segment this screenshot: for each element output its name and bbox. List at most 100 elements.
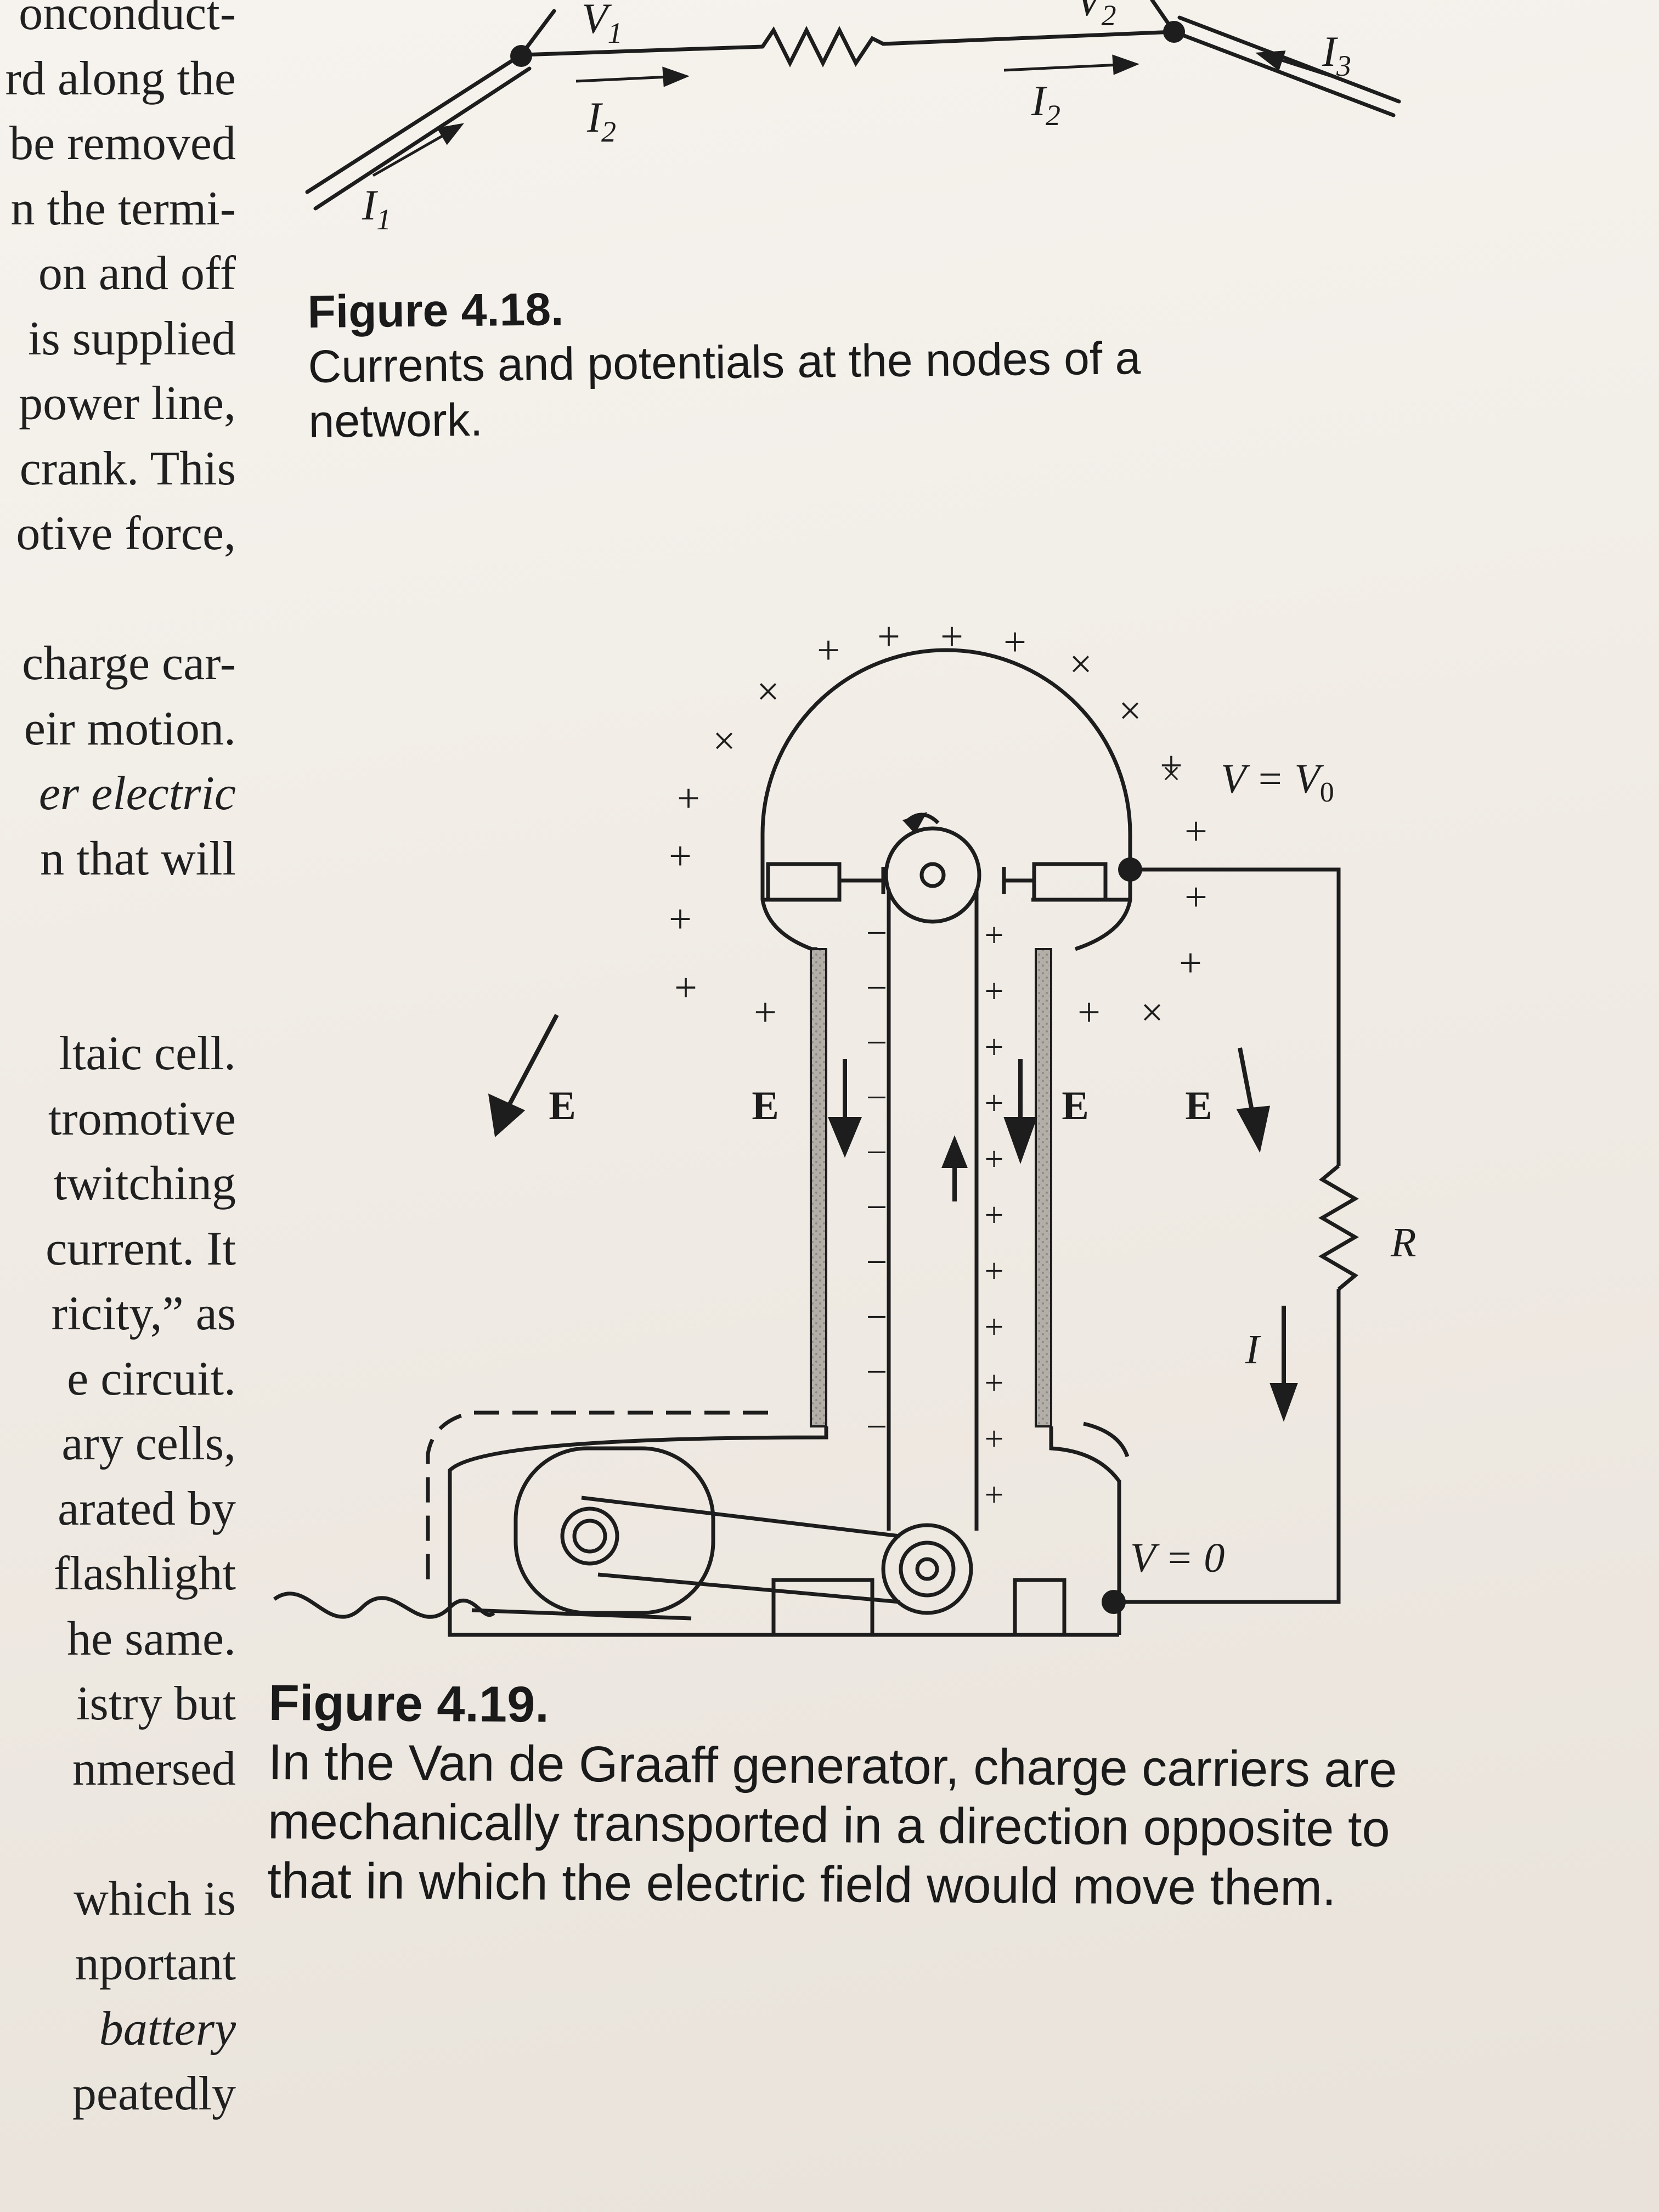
body-text-line: flashlight xyxy=(53,1547,236,1600)
body-text-line xyxy=(0,1802,236,1867)
label-resistor: R xyxy=(1390,1220,1416,1266)
body-text-line: n that will xyxy=(40,832,236,885)
dome-lip-left xyxy=(760,899,817,951)
body-text-line: tromotive xyxy=(48,1092,236,1146)
motor-pulley xyxy=(560,1506,619,1566)
load-resistor xyxy=(1318,1164,1359,1291)
dome-charge: + xyxy=(1077,990,1101,1035)
dome-charge: + xyxy=(1184,875,1207,920)
figure-4-18-diagram: V1 V2 I2 I2 I3 I1 xyxy=(305,0,1401,236)
body-text-line: ary cells, xyxy=(61,1417,236,1470)
field-arrow-column-right xyxy=(1003,1117,1037,1164)
body-text-line: peatedly xyxy=(72,2067,236,2120)
field-label-right: E xyxy=(1185,1084,1212,1128)
belt-charge-plus: + xyxy=(985,1420,1004,1458)
mount-right xyxy=(1013,1578,1066,1637)
belt-charge-plus: + xyxy=(985,917,1004,954)
belt-charge-plus: + xyxy=(985,1085,1004,1122)
body-text-line: e circuit. xyxy=(67,1352,236,1406)
dome-charge: × xyxy=(757,669,780,714)
arrow-i2b-head xyxy=(1112,54,1139,75)
node-ground xyxy=(1102,1590,1126,1614)
body-text-line: onconduct- xyxy=(19,0,236,40)
column-right xyxy=(1035,948,1052,1427)
dome-charge: × xyxy=(1141,990,1164,1035)
belt-charge-minus: – xyxy=(868,1350,886,1387)
arrow-i1-head xyxy=(436,123,464,145)
dome-charge: × xyxy=(1119,689,1142,733)
base-housing-right xyxy=(1049,1426,1121,1635)
body-text-line: ricity,” as xyxy=(51,1287,236,1340)
field-label-inner-left: E xyxy=(752,1084,778,1128)
body-text-line: is supplied xyxy=(28,312,236,365)
label-ground-potential: V = 0 xyxy=(1130,1535,1224,1581)
wire-i1-b xyxy=(313,66,532,211)
upper-brush-left xyxy=(766,862,842,902)
body-text-line: be removed xyxy=(9,117,236,170)
label-i3: I3 xyxy=(1322,27,1351,82)
belt-charge-minus: – xyxy=(868,1240,886,1278)
power-cord xyxy=(273,1592,495,1619)
circuit-bottom-wire xyxy=(1114,1289,1341,1604)
dome-charge: × xyxy=(713,719,736,764)
dome-charge: + xyxy=(677,776,700,821)
wire-i3-a xyxy=(1172,30,1396,117)
dome-charge: + xyxy=(940,614,963,659)
base-cover-dashed xyxy=(426,1410,768,1580)
belt-charge-plus: + xyxy=(985,1029,1004,1066)
dome-charge: + xyxy=(1179,941,1202,986)
wire-right-resistor xyxy=(881,30,1176,46)
belt-arrow-up xyxy=(941,1135,968,1168)
label-top-potential: V = V0 xyxy=(1221,756,1334,808)
dome-charge: + xyxy=(674,966,697,1011)
body-text-line: power line, xyxy=(19,377,236,430)
body-text-line: twitching xyxy=(53,1157,236,1210)
body-text-line: which is xyxy=(74,1872,236,1926)
node-v2 xyxy=(1163,21,1185,43)
body-text-line: ltaic cell. xyxy=(59,1027,236,1080)
mount-left xyxy=(771,1578,874,1637)
body-text-line: eir motion. xyxy=(24,702,236,755)
column-left xyxy=(810,948,827,1427)
motor-housing xyxy=(514,1446,715,1615)
motor-axle xyxy=(572,1519,607,1554)
figure-4-19-label: Figure 4.19. xyxy=(268,1675,550,1733)
body-text-line: crank. This xyxy=(19,442,236,495)
label-v1: V1 xyxy=(582,0,623,49)
arrow-i3-head xyxy=(1255,50,1286,71)
dome-charge: + xyxy=(877,614,900,659)
belt-charge-plus: + xyxy=(985,973,1004,1010)
label-v2: V2 xyxy=(1075,0,1116,32)
field-arrow-right-head xyxy=(1236,1105,1271,1153)
belt-charge-plus: + xyxy=(985,1141,1004,1178)
dome-charge: + xyxy=(669,834,692,879)
body-text-line: istry but xyxy=(76,1677,236,1730)
wire-left-resistor xyxy=(519,44,765,57)
figure-4-19-diagram: + + + + × × × × + + + + + + + + + + × × … xyxy=(273,614,1416,1637)
figure-4-19-text: In the Van de Graaff generator, charge c… xyxy=(267,1734,1397,1916)
body-text-line: battery xyxy=(99,2002,236,2056)
lower-brush-arc xyxy=(1083,1421,1130,1458)
label-i2-left: I2 xyxy=(586,93,616,148)
field-arrow-left-line xyxy=(505,1014,559,1109)
arrow-i1-line xyxy=(372,130,451,177)
belt-charge-minus: – xyxy=(868,911,886,949)
field-label-left: E xyxy=(549,1084,575,1128)
circuit-top-wire xyxy=(1130,867,1341,1166)
belt-charge-minus: – xyxy=(868,966,886,1003)
base-housing-left xyxy=(448,1426,1119,1637)
belt-charge-plus: + xyxy=(985,1252,1004,1290)
dome-charge: + xyxy=(754,990,777,1035)
node-v1 xyxy=(510,45,532,67)
belt-charge-minus: – xyxy=(868,1405,886,1442)
dome-lip-right xyxy=(1074,878,1132,951)
current-arrow xyxy=(1269,1383,1298,1422)
belt-charge-minus: – xyxy=(868,1186,886,1223)
body-text-line: n the termi- xyxy=(10,182,236,235)
arrow-i2a-head xyxy=(662,66,690,87)
dome-charge: + xyxy=(817,628,840,673)
wire-i1-a xyxy=(305,53,523,194)
belt-charge-minus: – xyxy=(868,1021,886,1058)
label-current: I xyxy=(1245,1327,1261,1373)
